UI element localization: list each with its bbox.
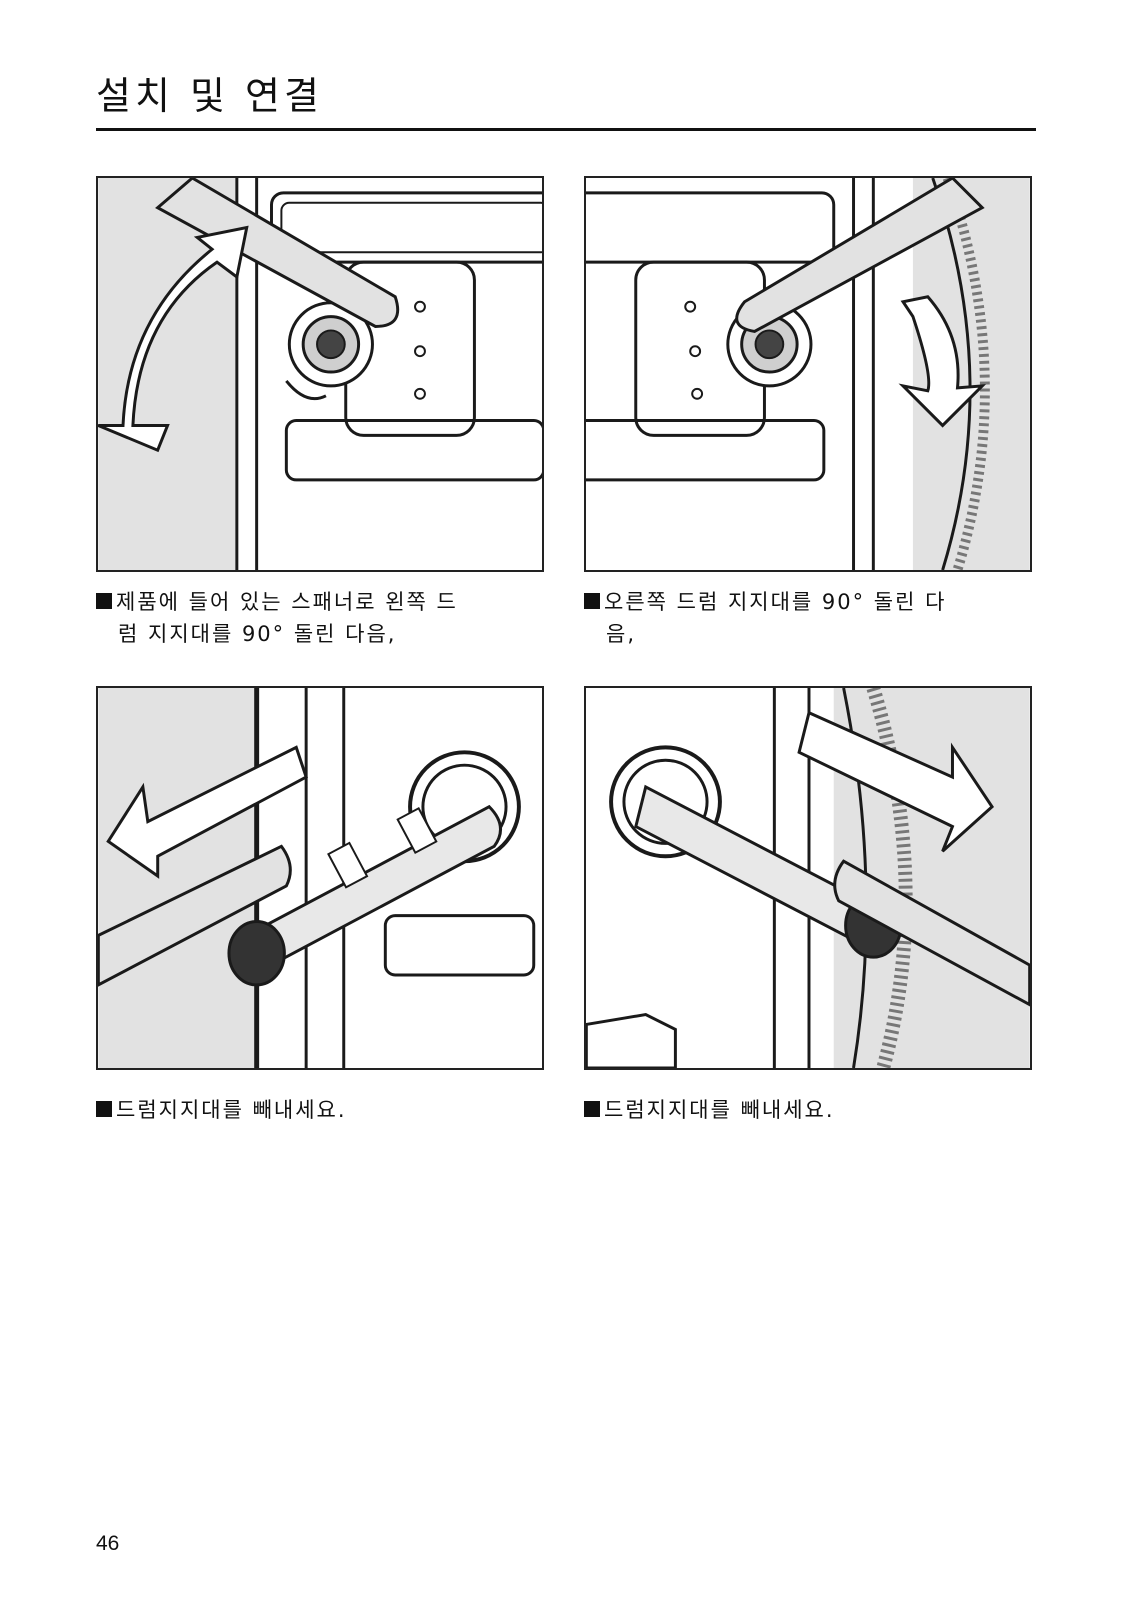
step-caption-2: 오른쪽 드럼 지지대를 90° 돌린 다 음, <box>584 586 1034 650</box>
step-4-line-1: 드럼지지대를 빼내세요. <box>604 1098 835 1122</box>
step-caption-1: 제품에 들어 있는 스패너로 왼쪽 드 럼 지지대를 90° 돌린 다음, <box>96 586 546 650</box>
illustration-left-spanner <box>96 176 544 572</box>
step-2-line-1: 오른쪽 드럼 지지대를 90° 돌린 다 <box>604 590 947 614</box>
bullet-square-icon <box>96 1101 112 1117</box>
step-2-line-2: 음, <box>606 622 636 646</box>
step-1-line-1: 제품에 들어 있는 스패너로 왼쪽 드 <box>116 590 458 614</box>
page-title: 설치 및 연결 <box>96 74 323 118</box>
left-spanner-drawing <box>98 178 542 570</box>
illustration-right-removal <box>584 686 1032 1070</box>
step-caption-4: 드럼지지대를 빼내세요. <box>584 1094 1034 1126</box>
left-removal-drawing <box>98 688 542 1068</box>
title-divider <box>96 128 1036 131</box>
illustration-left-removal <box>96 686 544 1070</box>
right-removal-drawing <box>586 688 1030 1068</box>
step-caption-3: 드럼지지대를 빼내세요. <box>96 1094 546 1126</box>
step-3-line-1: 드럼지지대를 빼내세요. <box>116 1098 347 1122</box>
right-spanner-drawing <box>586 178 1030 570</box>
step-1-line-2: 럼 지지대를 90° 돌린 다음, <box>118 622 397 646</box>
bullet-square-icon <box>584 593 600 609</box>
page-number: 46 <box>96 1532 120 1555</box>
illustration-right-spanner <box>584 176 1032 572</box>
bullet-square-icon <box>96 593 112 609</box>
bullet-square-icon <box>584 1101 600 1117</box>
